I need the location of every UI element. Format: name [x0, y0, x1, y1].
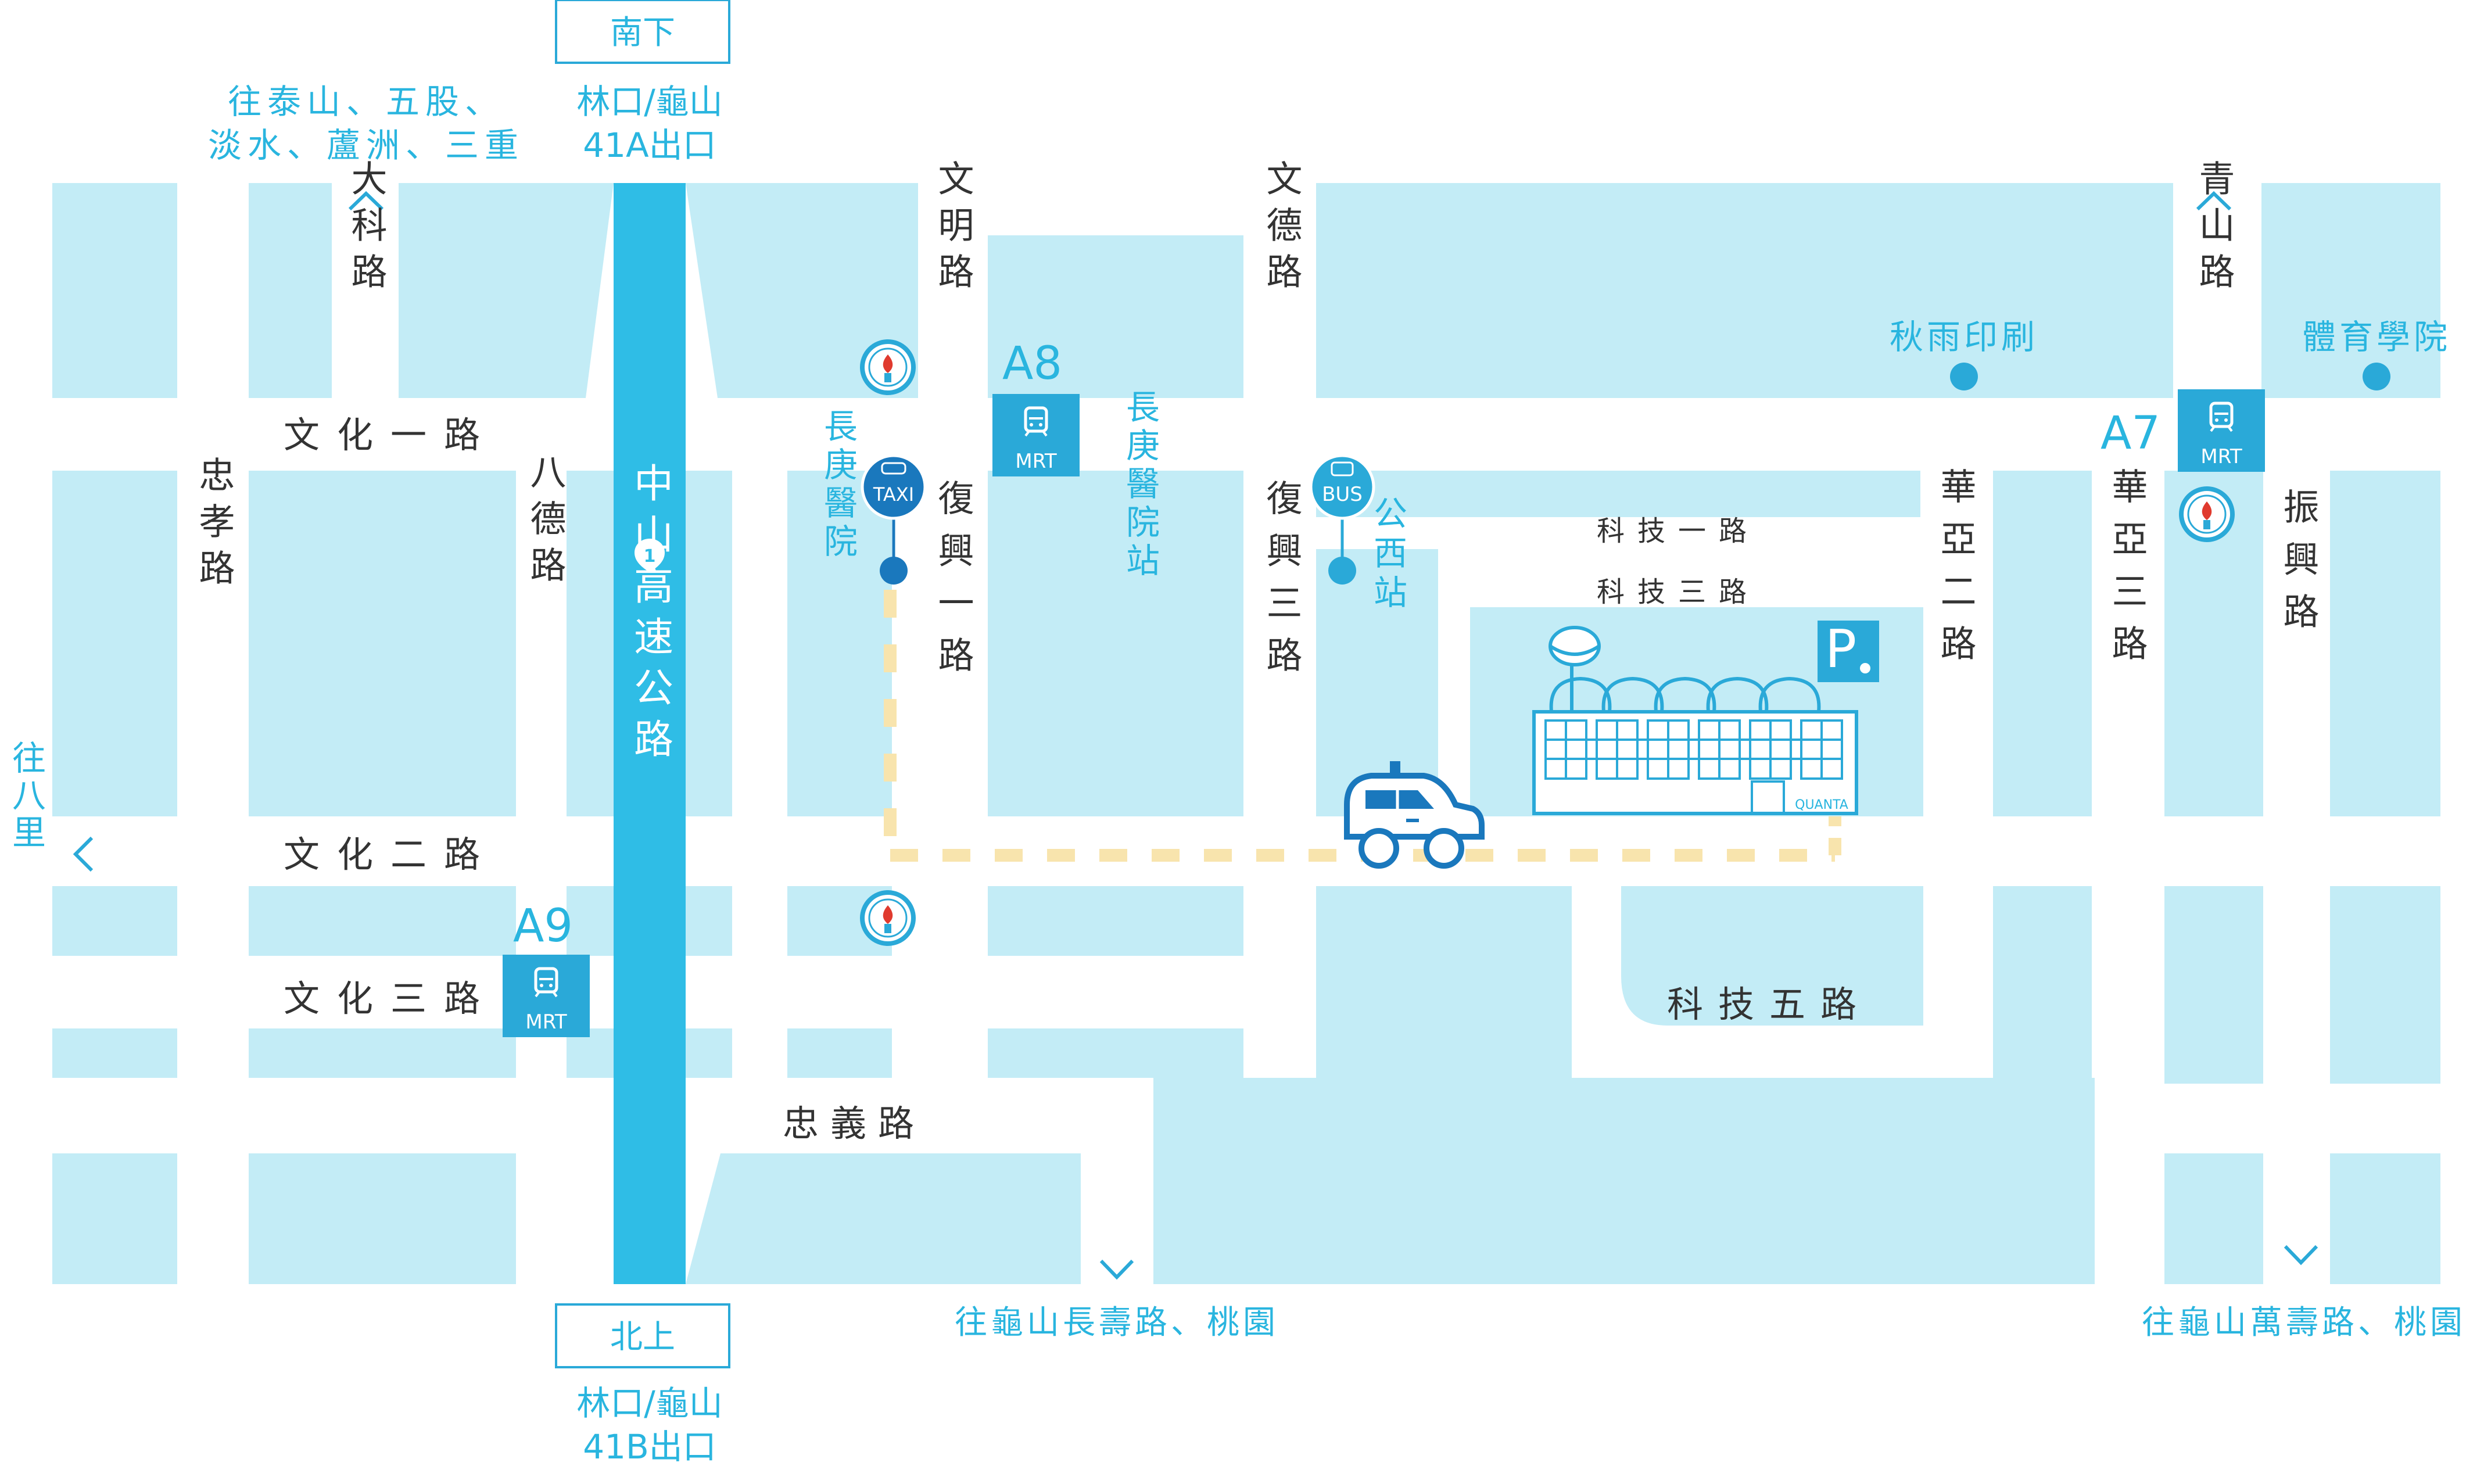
arrow-up-icon — [348, 191, 384, 211]
station-a7-label: A7 — [2101, 407, 2160, 460]
road-bade: 八德路 — [524, 453, 567, 593]
arrow-up-icon — [2196, 191, 2232, 211]
bali-direction: 往八里 — [6, 740, 46, 852]
taishan-direction-line1: 往泰山、五股、 — [228, 82, 504, 121]
road-dake: 大科路 — [345, 160, 388, 299]
station-a7-mrt: MRT — [2200, 445, 2242, 468]
south-exit-line1: 林口/龜山 — [576, 82, 723, 121]
arrow-down-icon — [1099, 1259, 1134, 1280]
north-exit-line2: 41B出口 — [583, 1427, 716, 1467]
car-icon — [1344, 761, 1485, 869]
arrow-down-icon — [2284, 1245, 2318, 1266]
mrt-station-a7: A7 MRT — [2101, 389, 2265, 472]
scooter-mark — [1860, 663, 1870, 673]
road-corners — [918, 183, 1923, 1078]
road-keji3: 科技三路 — [1597, 576, 1759, 608]
road-wenming: 文明路 — [932, 160, 974, 299]
expressway-shield-icon — [635, 539, 665, 572]
expressway — [614, 183, 686, 1284]
taxi-label: TAXI — [873, 483, 914, 506]
gongxi-station-name: 公西站 — [1368, 496, 1407, 614]
sport-college-label: 體育學院 — [2302, 317, 2451, 357]
road-zhongyi: 忠義路 — [783, 1102, 926, 1145]
gas-station-icon — [862, 892, 913, 944]
road-zhongxiao: 忠孝路 — [193, 456, 235, 596]
gas-station-icon — [862, 342, 913, 393]
road-wenhua1: 文化一路 — [284, 414, 497, 456]
road-keji5: 科技五路 — [1667, 983, 1872, 1026]
bus-label: BUS — [1322, 483, 1363, 506]
road-zhenxing: 振興路 — [2277, 488, 2320, 645]
road-wenhua3: 文化三路 — [284, 977, 497, 1020]
parking-label: P — [1825, 619, 1856, 680]
mrt-station-a8: A8 MRT — [992, 338, 1080, 476]
sport-college-marker — [2363, 363, 2390, 390]
mrt-station-a9: A9 MRT — [503, 900, 590, 1037]
station-a9-label: A9 — [513, 900, 573, 952]
road-wende: 文德路 — [1260, 160, 1303, 299]
gas-station-icon — [2181, 489, 2232, 540]
south-direction-label: 南下 — [610, 14, 675, 52]
station-a9-mrt: MRT — [525, 1010, 567, 1034]
chang-gung-hospital-name: 長庚醫院 — [818, 408, 858, 562]
north-direction-label: 北上 — [610, 1318, 675, 1356]
road-fuxing3: 復興三路 — [1260, 479, 1303, 689]
arrow-left-icon — [73, 836, 94, 872]
expressway-number: 1 — [644, 546, 656, 567]
road-huaya2: 華亞二路 — [1934, 468, 1977, 677]
north-exit-line1: 林口/龜山 — [576, 1383, 723, 1423]
building-icon — [1532, 626, 1858, 815]
station-a8-mrt: MRT — [1015, 450, 1056, 473]
quanta-label: QUANTA — [1795, 798, 1848, 812]
changshou-direction: 往龜山長壽路、桃園 — [955, 1304, 1279, 1342]
north-direction-box — [555, 1303, 730, 1368]
south-exit-line2: 41A出口 — [583, 126, 716, 165]
bus-icon — [1309, 454, 1375, 585]
chang-gung-station-name: 長庚醫院站 — [1120, 389, 1160, 581]
expressway-ramps — [578, 183, 721, 1284]
qiuyu-printing-label: 秋雨印刷 — [1890, 317, 2038, 357]
taishan-direction-line2: 淡水、蘆洲、三重 — [208, 126, 524, 165]
road-huaya3: 華亞三路 — [2106, 468, 2148, 677]
qiuyu-marker — [1950, 363, 1978, 390]
road-fuxing1: 復興一路 — [932, 479, 974, 689]
road-qingshan: 青山路 — [2193, 160, 2235, 299]
road-labels: 大科路 忠孝路 八德路 文明路 文德路 青山路 文化一路 文化二路 文化三路 復… — [193, 160, 2320, 1145]
station-a8-label: A8 — [1002, 338, 1062, 390]
taxi-icon — [861, 454, 927, 585]
wanshou-direction: 往龜山萬壽路、桃園 — [2142, 1304, 2466, 1342]
south-direction-box — [555, 0, 730, 64]
road-wenhua2: 文化二路 — [284, 833, 497, 876]
road-keji1: 科技一路 — [1597, 515, 1759, 547]
city-blocks — [52, 183, 2440, 1284]
expressway-name: 中山高速公路 — [627, 463, 673, 769]
